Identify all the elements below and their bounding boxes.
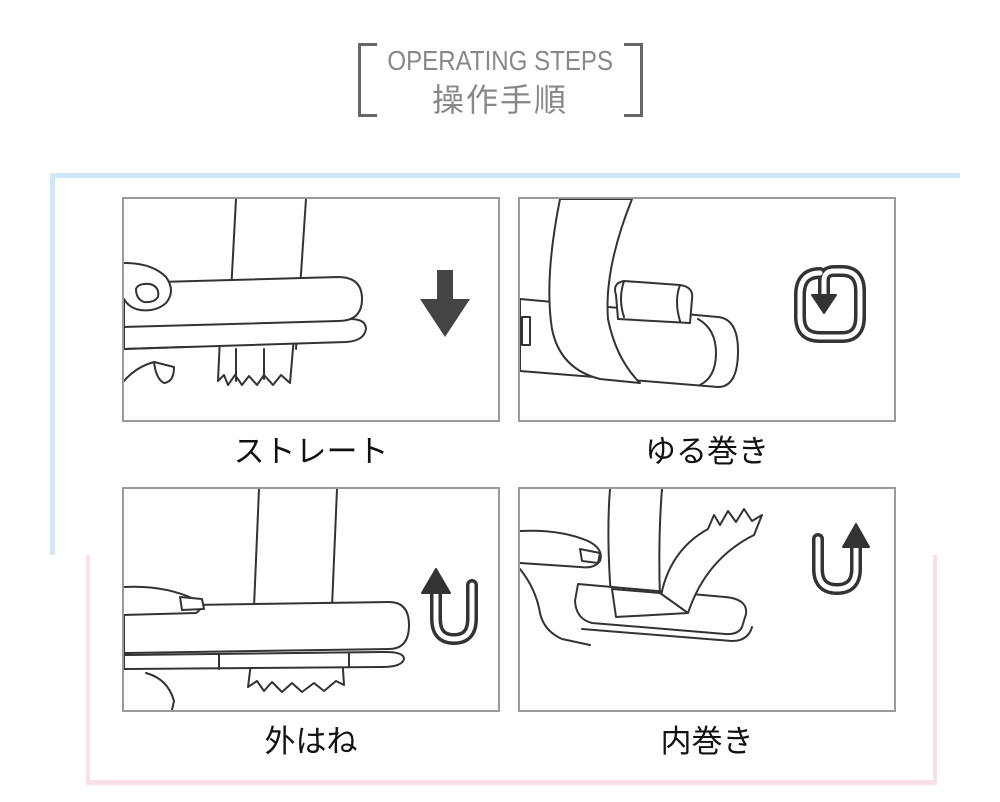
hair-curl xyxy=(614,280,694,324)
lower-hand xyxy=(145,672,175,710)
frame-blue-left xyxy=(50,173,55,555)
outward-flip-illustration xyxy=(124,489,478,710)
finger-nail xyxy=(179,596,205,611)
loop-arrow-inner xyxy=(797,268,863,340)
hair-strand-right-edge xyxy=(331,489,338,608)
frame-pink-left xyxy=(86,555,90,785)
step-label-outward-flip: 外はね xyxy=(264,724,358,760)
frame-blue-top xyxy=(50,173,960,178)
frame-pink-right xyxy=(933,555,937,785)
frame-pink-bottom xyxy=(86,780,937,785)
header-title-en: OPERATING STEPS xyxy=(387,45,613,76)
palm xyxy=(520,568,591,646)
step-panel-straight xyxy=(122,197,500,422)
u-turn-arrow-inner xyxy=(815,536,859,592)
iron-button xyxy=(521,316,531,346)
thumb-nail xyxy=(135,282,160,304)
loose-curl-illustration xyxy=(520,199,866,388)
iron-plate-divider xyxy=(218,652,350,670)
hair-tip-line xyxy=(235,348,265,382)
iron-upper-arm xyxy=(124,601,410,654)
hair-strand-left-edge xyxy=(253,489,260,608)
header-title-ja: 操作手順 xyxy=(431,81,568,119)
step-panel-loose-curl xyxy=(518,197,896,422)
iron-hinge-line xyxy=(124,346,185,350)
loop-arrow-icon xyxy=(794,265,866,343)
hair-curl xyxy=(659,508,763,614)
loop-arrow-head xyxy=(811,294,837,314)
step-panel-outward-flip xyxy=(122,487,500,712)
header-bracket-left xyxy=(358,43,377,117)
hair-strand-right-edge xyxy=(658,489,663,600)
step-label-inward-curl: 内巻き xyxy=(660,724,754,760)
down-arrow-icon xyxy=(420,270,470,337)
step-panel-inward-curl xyxy=(518,487,896,712)
finger-nail xyxy=(579,548,601,564)
u-turn-up-left-arrow-icon xyxy=(421,568,478,645)
straight-illustration xyxy=(124,199,470,386)
iron-lower-plate xyxy=(124,651,405,670)
iron-edge-line xyxy=(697,318,717,386)
u-turn-up-right-arrow-icon xyxy=(812,523,870,595)
iron-lower-plate xyxy=(581,626,753,642)
hair-strand-front xyxy=(548,199,641,384)
iron-lower-plate xyxy=(124,318,367,350)
step-label-straight: ストレート xyxy=(233,434,389,470)
hair-curl-line xyxy=(620,280,681,322)
u-turn-arrow-head xyxy=(842,523,870,548)
u-turn-arrow-inner xyxy=(433,582,475,642)
header-title-en-wrap: OPERATING STEPS xyxy=(0,44,1000,78)
hair-over-iron xyxy=(611,588,689,618)
inward-curl-illustration xyxy=(520,489,870,646)
step-label-loose-curl: ゆる巻き xyxy=(645,434,769,470)
header-bracket-right xyxy=(624,43,643,117)
iron-upper-arm xyxy=(124,276,363,328)
lower-finger xyxy=(124,361,175,384)
u-turn-arrow-head xyxy=(421,568,451,594)
